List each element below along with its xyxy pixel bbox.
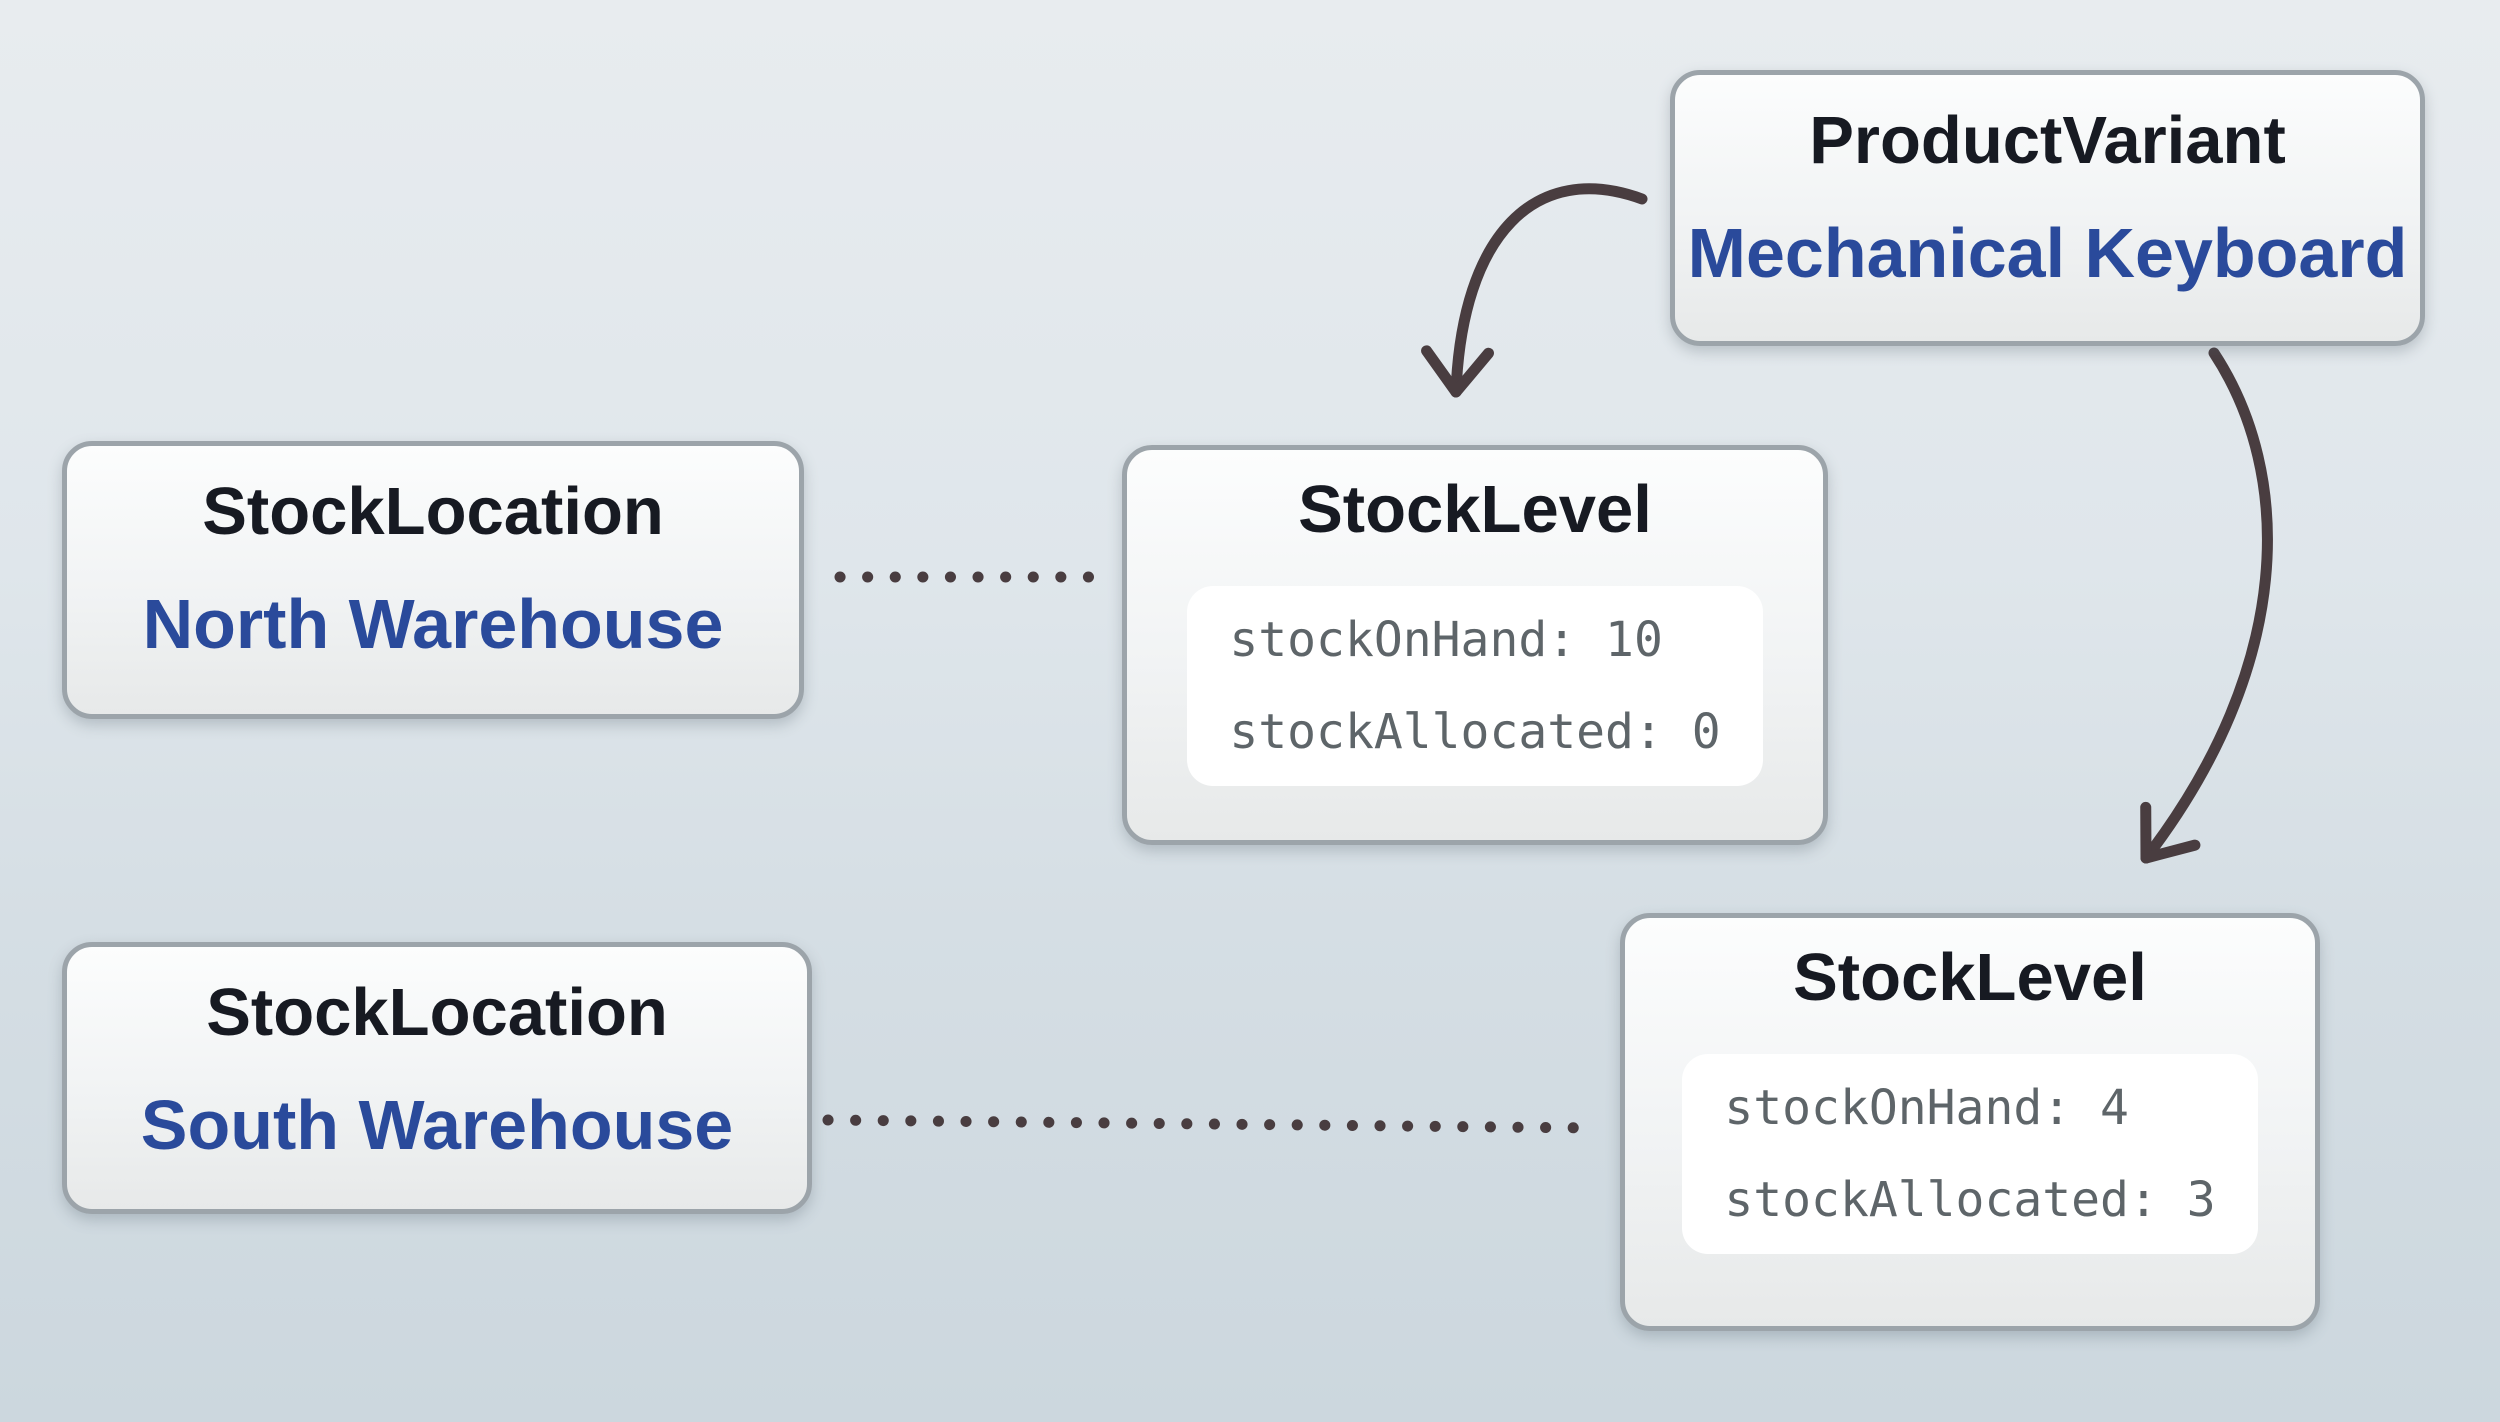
node-stock-level-north: StockLevel stockOnHand: 10 stockAllocate… [1122, 445, 1828, 845]
node-stock-level-south: StockLevel stockOnHand: 4 stockAllocated… [1620, 913, 2320, 1331]
entity-type-label: StockLevel [1298, 472, 1652, 547]
entity-type-label: StockLocation [206, 975, 668, 1050]
entity-instance-label: North Warehouse [142, 585, 724, 663]
node-stock-location-north: StockLocation North Warehouse [62, 441, 804, 719]
stock-field-line: stockOnHand: 10 [1229, 612, 1663, 668]
stock-field-line: stockAllocated: 0 [1229, 704, 1721, 760]
arrow-productvariant-to-stocklevel-north [1421, 183, 1648, 398]
stock-fields-panel: stockOnHand: 4 stockAllocated: 3 [1682, 1054, 2258, 1254]
stock-field-line: stockOnHand: 4 [1724, 1080, 2129, 1136]
dotted-link-southwarehouse-stocklevel [822, 1114, 1598, 1134]
entity-instance-label: Mechanical Keyboard [1687, 214, 2408, 292]
stock-fields-panel: stockOnHand: 10 stockAllocated: 0 [1187, 586, 1763, 786]
entity-type-label: StockLevel [1793, 940, 2147, 1015]
entity-type-label: StockLocation [202, 474, 664, 549]
arrow-productvariant-to-stocklevel-south [2140, 347, 2273, 864]
node-product-variant: ProductVariant Mechanical Keyboard [1670, 70, 2425, 346]
entity-type-label: ProductVariant [1809, 103, 2286, 178]
stock-field-line: stockAllocated: 3 [1724, 1172, 2216, 1228]
entity-instance-label: South Warehouse [140, 1086, 734, 1164]
node-stock-location-south: StockLocation South Warehouse [62, 942, 812, 1214]
